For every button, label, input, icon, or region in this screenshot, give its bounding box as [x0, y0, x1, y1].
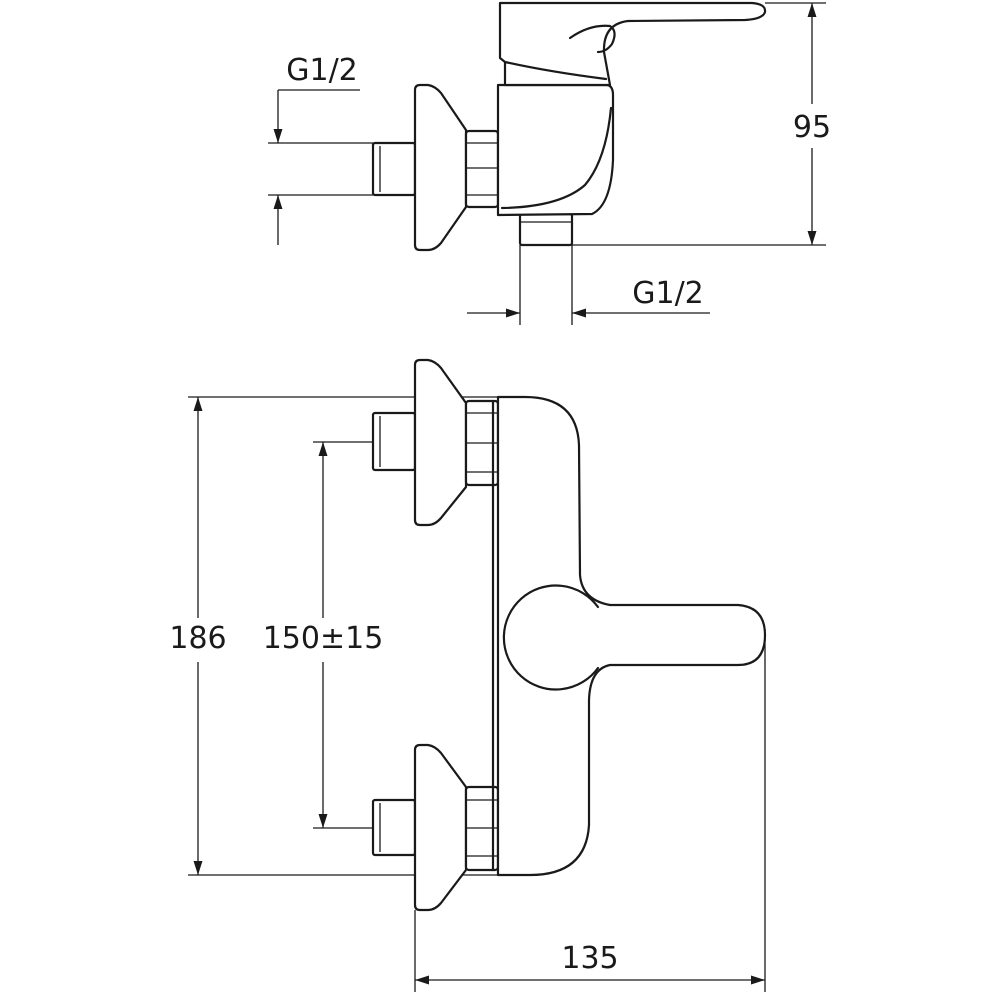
- lever-underside-line: [503, 60, 608, 81]
- outlet-connector: [518, 212, 574, 247]
- dimension-overall-depth: 135: [415, 941, 765, 985]
- front-view: 186 150±15 135: [169, 358, 767, 992]
- mixer-body-side: [496, 83, 615, 217]
- dimension-overall-height: 186: [169, 397, 227, 875]
- wall-flange-side: [413, 83, 468, 252]
- outlet-thread-label: G1/2: [632, 276, 704, 311]
- lower-wall-flange: [413, 743, 468, 912]
- body-contour-line: [500, 106, 613, 210]
- dimension-inlet-thread: G1/2: [273, 53, 360, 245]
- center-distance-label: 150±15: [263, 621, 384, 656]
- inlet-stub-side: [371, 141, 417, 197]
- height-95-label: 95: [793, 110, 831, 145]
- dimension-center-distance: 150±15: [263, 442, 384, 828]
- overall-depth-label: 135: [561, 941, 618, 976]
- lever-teardrop-detail: [568, 24, 616, 54]
- dimension-outlet-thread: G1/2: [467, 276, 710, 318]
- lever-handle-side: [498, 1, 767, 87]
- lower-inlet-stub: [371, 798, 417, 857]
- mixer-body-front: [496, 395, 767, 877]
- cartridge-dome-outline: [502, 584, 600, 691]
- upper-inlet-stub: [371, 411, 417, 472]
- side-view: G1/2 95 G1/2: [268, 1, 831, 325]
- upper-wall-flange: [413, 358, 468, 527]
- dimension-height-95: 95: [793, 3, 831, 245]
- overall-height-label: 186: [169, 621, 226, 656]
- hex-nut-side: [464, 129, 500, 209]
- inlet-thread-label: G1/2: [286, 53, 358, 88]
